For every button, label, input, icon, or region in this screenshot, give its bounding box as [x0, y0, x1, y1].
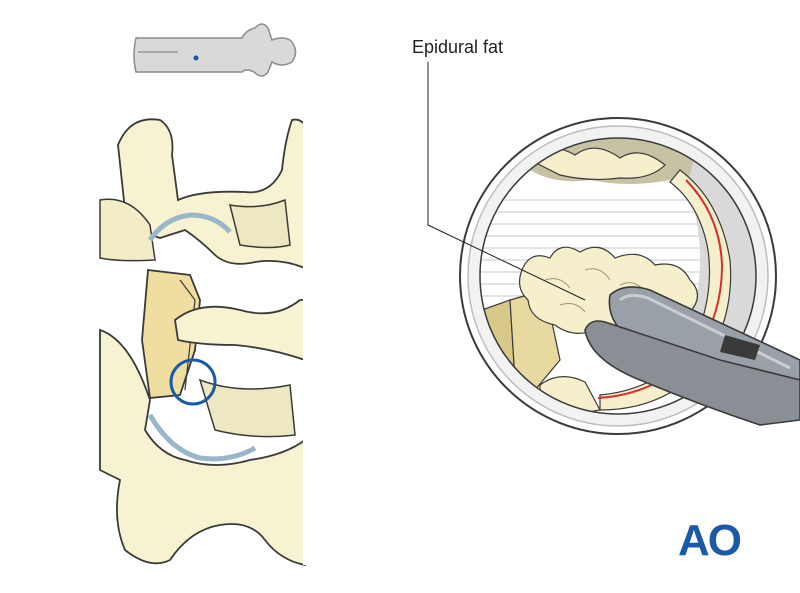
- rongeur-instrument-icon: [584, 286, 800, 426]
- spine-illustration: [99, 118, 307, 567]
- location-marker-dot: [193, 55, 199, 61]
- ao-logo: AO: [678, 516, 742, 565]
- label-leader-line: [427, 62, 586, 301]
- epidural-fat-label: Epidural fat: [412, 37, 504, 57]
- body-silhouette-icon: [133, 23, 297, 77]
- region-marker-circle: [169, 358, 217, 406]
